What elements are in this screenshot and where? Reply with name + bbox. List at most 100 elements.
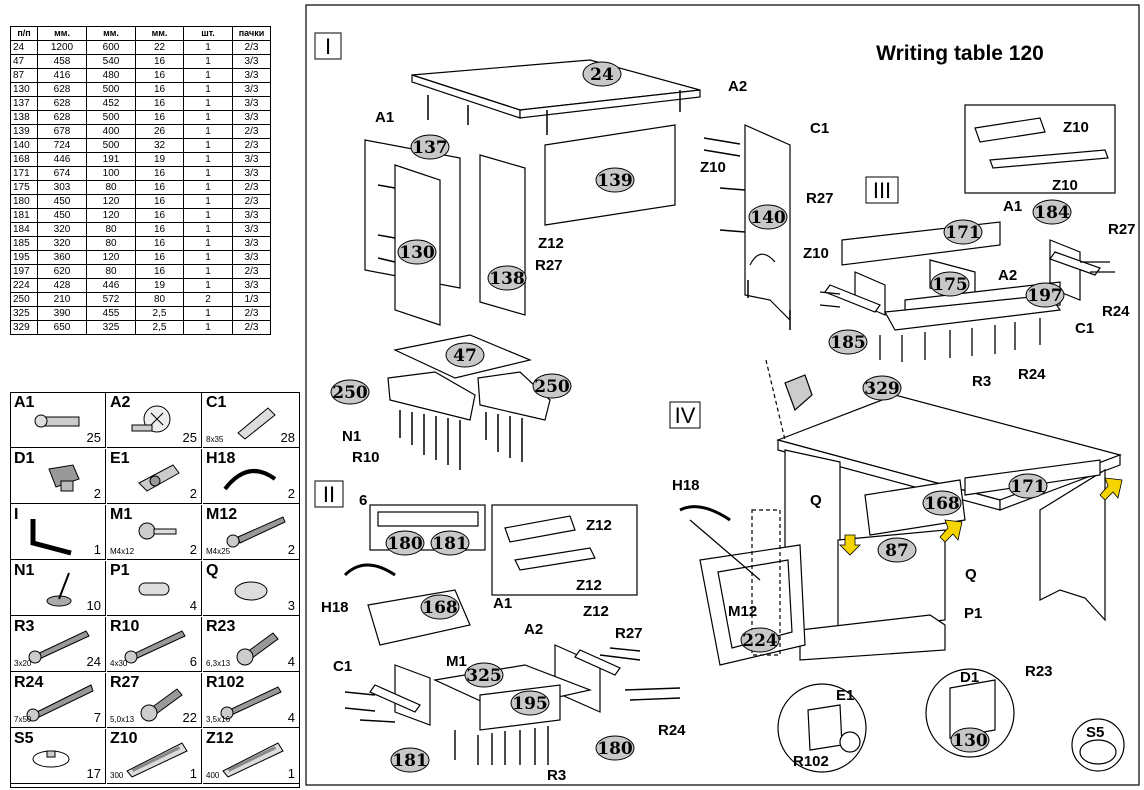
shelf-pin-icon xyxy=(138,582,170,596)
hardware-qty: 1 xyxy=(287,766,295,781)
part-bubble-shape xyxy=(532,373,572,399)
hardware-callout-label: Z10 xyxy=(803,245,829,262)
screw-icon xyxy=(124,630,186,664)
hardware-callout-label: H18 xyxy=(672,477,700,494)
part-bubble: 250 xyxy=(532,373,572,399)
hinge-cup xyxy=(839,731,861,753)
hardware-code: C1 xyxy=(206,394,227,411)
guide-line xyxy=(689,519,761,581)
hardware-callout-label: A2 xyxy=(524,621,543,638)
top-edge xyxy=(519,89,701,119)
part-number: 47 xyxy=(453,346,477,366)
hardware-callout-label: R27 xyxy=(615,625,643,642)
part-bubble: 184 xyxy=(1032,199,1072,225)
part-bubble: 139 xyxy=(595,167,635,193)
hardware-code: R102 xyxy=(206,674,245,691)
cabinet-opening xyxy=(837,529,946,633)
slide-inset-frame xyxy=(964,104,1116,194)
hardware-code: S5 xyxy=(14,730,34,747)
slide-rail xyxy=(504,515,576,543)
table-cell: 650 xyxy=(37,320,87,335)
part-bubble: 24 xyxy=(582,61,622,87)
part-bubble-shape xyxy=(930,271,970,297)
part-number: 184 xyxy=(1034,203,1070,223)
hardware-code: P1 xyxy=(110,562,130,579)
step-frame xyxy=(669,401,701,429)
hardware-callout-label: P1 xyxy=(964,605,982,622)
hardware-qty: 7 xyxy=(93,710,101,725)
table-cell: 2/3 xyxy=(232,320,271,335)
cover-cap xyxy=(1079,739,1117,765)
euro-screw-icon xyxy=(140,688,183,722)
hardware-callout-label: R24 xyxy=(1018,366,1046,383)
part-number: 168 xyxy=(422,598,458,618)
hardware-qty: 25 xyxy=(86,430,101,445)
hardware-callout-label: R24 xyxy=(1102,303,1130,320)
part-bubble: 171 xyxy=(1008,473,1048,499)
hardware-callout-label: R27 xyxy=(535,257,563,274)
part-number: 24 xyxy=(590,65,614,85)
hardware-callout-label: Z10 xyxy=(700,159,726,176)
hardware-callout-label: D1 xyxy=(960,669,979,686)
part-bubble-shape xyxy=(1025,282,1065,308)
direction-arrow-icon xyxy=(939,519,963,543)
hardware-qty: 1 xyxy=(93,542,101,557)
slide-rail xyxy=(989,149,1109,169)
part-bubble: 197 xyxy=(1025,282,1065,308)
part-number: 250 xyxy=(534,377,570,397)
hardware-callout-label: R102 xyxy=(793,753,829,770)
hardware-size: 4x30 xyxy=(110,659,128,668)
handle xyxy=(343,563,396,577)
glide-icon xyxy=(46,572,72,607)
part-bubble-shape xyxy=(1032,199,1072,225)
hardware-callout-label: R3 xyxy=(972,373,991,390)
hardware-callout-label: M12 xyxy=(728,603,757,620)
hardware-qty: 22 xyxy=(182,710,197,725)
part-number: 180 xyxy=(387,534,423,554)
hardware-code: Z12 xyxy=(206,730,234,747)
hardware-qty: 24 xyxy=(86,654,101,669)
step-number: IV xyxy=(675,403,696,428)
hardware-callout-label: Q xyxy=(965,566,977,583)
part-number: 87 xyxy=(885,541,909,561)
leg-arch xyxy=(749,253,776,266)
part-bubble: 185 xyxy=(828,329,868,355)
part-bubble-shape xyxy=(385,530,425,556)
hardware-qty: 10 xyxy=(86,598,101,613)
hardware-qty: 2 xyxy=(189,486,197,501)
hardware-callout-label: A1 xyxy=(493,595,512,612)
part-number: 137 xyxy=(412,138,448,158)
hardware-callout-label: A2 xyxy=(998,267,1017,284)
hardware-callout-label: Z12 xyxy=(586,517,612,534)
table-cell: 3/3 xyxy=(232,68,271,83)
part-bubble: 329 xyxy=(862,375,902,401)
hardware-code: M1 xyxy=(110,506,133,523)
hardware-qty: 1 xyxy=(189,766,197,781)
part-number: 197 xyxy=(1027,286,1063,306)
part-bubble: 181 xyxy=(390,747,430,773)
part-number: 168 xyxy=(924,494,960,514)
part-bubble-shape xyxy=(582,61,622,87)
confirmat-icon xyxy=(26,684,94,722)
part-number: 181 xyxy=(432,534,468,554)
direction-arrow-icon xyxy=(1099,477,1123,501)
hardware-callout-label: M1 xyxy=(446,653,467,670)
handle xyxy=(679,505,731,522)
plinth xyxy=(799,614,946,661)
